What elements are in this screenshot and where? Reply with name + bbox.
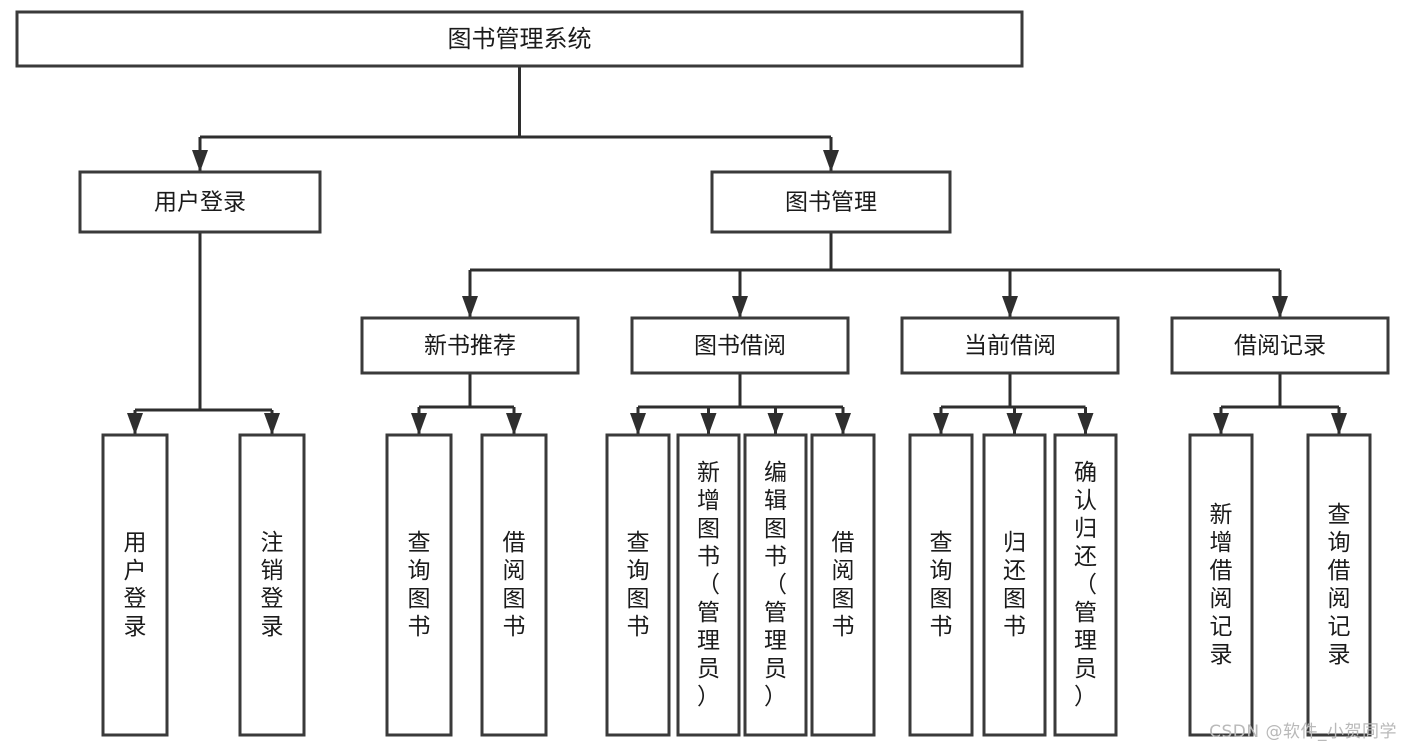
arrow-head-icon <box>127 413 143 435</box>
node-label: 查询图书 <box>930 530 953 640</box>
node-box <box>900 316 1120 375</box>
node-label: 图书借阅 <box>694 333 786 359</box>
node-l2-record[interactable]: 借阅记录 <box>1170 316 1390 375</box>
node-box <box>360 316 580 375</box>
node-box <box>630 316 850 375</box>
node-leaf-r-query[interactable]: 查询借阅记录 <box>1306 433 1372 737</box>
node-leaf-b-borrow[interactable]: 借阅图书 <box>810 433 876 737</box>
node-leaf-user-logout[interactable]: 注销登录 <box>238 433 306 737</box>
arrow-head-icon <box>1331 413 1347 435</box>
node-box <box>908 433 974 737</box>
node-label: 归还图书 <box>1003 530 1026 640</box>
arrow-head-icon <box>462 296 478 318</box>
node-label: 注销登录 <box>261 530 284 640</box>
node-leaf-c-return[interactable]: 归还图书 <box>982 433 1047 737</box>
node-l1-user[interactable]: 用户登录 <box>78 170 322 234</box>
arrow-head-icon <box>835 413 851 435</box>
node-root[interactable]: 图书管理系统 <box>15 10 1024 68</box>
node-l2-current[interactable]: 当前借阅 <box>900 316 1120 375</box>
node-leaf-new-borrow[interactable]: 借阅图书 <box>480 433 548 737</box>
node-label: 查询图书 <box>627 530 650 640</box>
node-leaf-r-add[interactable]: 新增借阅记录 <box>1188 433 1254 737</box>
node-l1-book[interactable]: 图书管理 <box>710 170 952 234</box>
node-box <box>810 433 876 737</box>
arrow-head-icon <box>732 296 748 318</box>
node-label: 新书推荐 <box>424 333 516 359</box>
node-label: 用户登录 <box>154 190 246 216</box>
node-box <box>1170 316 1390 375</box>
node-label: 新增借阅记录 <box>1210 502 1233 668</box>
node-label: 用户登录 <box>124 530 147 640</box>
node-leaf-user-login[interactable]: 用户登录 <box>101 433 169 737</box>
arrow-head-icon <box>1002 296 1018 318</box>
node-leaf-new-query[interactable]: 查询图书 <box>385 433 453 737</box>
node-box <box>480 433 548 737</box>
node-box <box>15 10 1024 68</box>
node-box <box>238 433 306 737</box>
node-box <box>982 433 1047 737</box>
node-l2-new[interactable]: 新书推荐 <box>360 316 580 375</box>
node-label: 当前借阅 <box>964 333 1056 359</box>
node-box <box>710 170 952 234</box>
node-l2-borrow[interactable]: 图书借阅 <box>630 316 850 375</box>
node-label: 编辑图书（管理员） <box>764 460 787 710</box>
node-leaf-c-query[interactable]: 查询图书 <box>908 433 974 737</box>
node-label: 确认归还（管理员） <box>1074 460 1097 710</box>
arrow-head-icon <box>1213 413 1229 435</box>
arrow-head-icon <box>1077 413 1094 435</box>
node-leaf-b-query[interactable]: 查询图书 <box>605 433 671 737</box>
arrow-head-icon <box>630 413 646 435</box>
arrow-head-icon <box>264 413 280 435</box>
connector-layer <box>127 66 1347 435</box>
node-label: 借阅记录 <box>1234 333 1326 359</box>
node-label: 借阅图书 <box>503 530 526 640</box>
node-leaf-b-edit[interactable]: 编辑图书（管理员） <box>743 433 808 737</box>
node-box <box>385 433 453 737</box>
node-box <box>605 433 671 737</box>
arrow-head-icon <box>1272 296 1288 318</box>
arrow-head-icon <box>506 413 522 435</box>
node-label: 图书管理系统 <box>448 25 592 53</box>
node-box <box>1053 433 1118 737</box>
node-box <box>101 433 169 737</box>
node-label: 查询图书 <box>408 530 431 640</box>
arrow-head-icon <box>192 150 208 172</box>
node-label: 图书管理 <box>785 190 877 216</box>
node-box <box>743 433 808 737</box>
node-box <box>78 170 322 234</box>
node-label: 借阅图书 <box>832 530 855 640</box>
node-layer: 图书管理系统用户登录图书管理新书推荐图书借阅当前借阅借阅记录用户登录注销登录查询… <box>15 10 1390 737</box>
watermark-text: CSDN @软件_小贺同学 <box>1209 722 1397 742</box>
arrow-head-icon <box>933 413 949 435</box>
node-box <box>1188 433 1254 737</box>
arrow-head-icon <box>1006 413 1023 435</box>
arrow-head-icon <box>411 413 427 435</box>
arrow-head-icon <box>700 413 717 435</box>
node-box <box>1306 433 1372 737</box>
node-label: 新增图书（管理员） <box>697 460 720 710</box>
node-leaf-b-add[interactable]: 新增图书（管理员） <box>676 433 741 737</box>
arrow-head-icon <box>767 413 784 435</box>
arrow-head-icon <box>823 150 839 172</box>
node-label: 查询借阅记录 <box>1328 502 1351 668</box>
node-box <box>676 433 741 737</box>
node-leaf-c-confirm[interactable]: 确认归还（管理员） <box>1053 433 1118 737</box>
